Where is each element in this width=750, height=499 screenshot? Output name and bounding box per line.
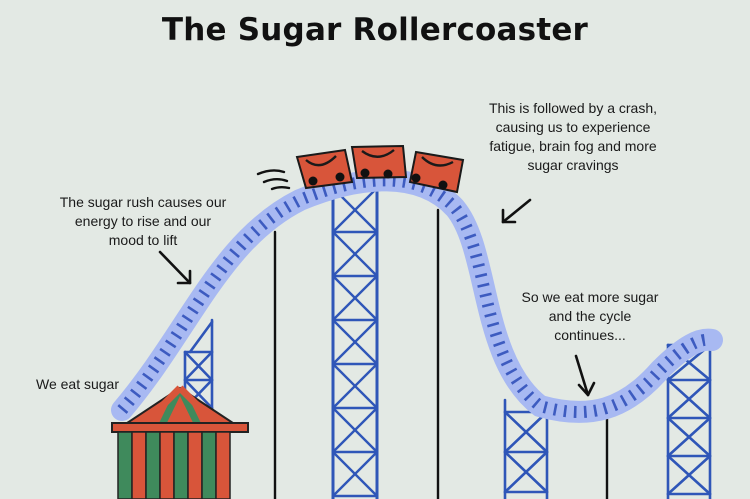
scaffold-tower-right-low [503, 398, 549, 499]
scaffold-tower-far-right [666, 336, 712, 499]
cycle-continues-annotation: So we eat more sugar and the cycle conti… [521, 289, 659, 343]
scaffold-tower-left [183, 318, 214, 422]
arrow-icon [501, 198, 532, 224]
support-posts [273, 208, 609, 499]
crash-annotation: This is followed by a crash, causing us … [488, 100, 658, 173]
speed-lines-icon [256, 169, 291, 191]
arrow-icon [574, 354, 596, 397]
tent-icon [111, 385, 249, 499]
cart-icon [295, 148, 354, 190]
eat-sugar-annotation: We eat sugar [36, 376, 120, 392]
scaffold-tower-center [331, 181, 379, 499]
cart-icon [408, 150, 465, 194]
sugar-rush-annotation: The sugar rush causes our energy to rise… [59, 194, 227, 248]
page-title: The Sugar Rollercoaster [161, 12, 589, 48]
coaster-track [111, 169, 723, 423]
arrow-icon [158, 250, 192, 285]
coaster-carts [295, 144, 465, 194]
cart-icon [350, 144, 408, 180]
